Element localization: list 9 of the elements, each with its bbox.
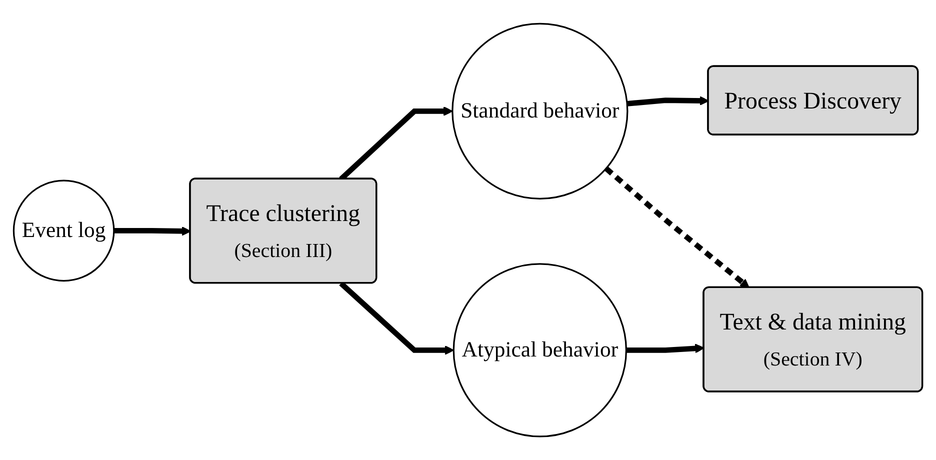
arrow xyxy=(626,344,704,354)
node-circle xyxy=(452,263,628,438)
arrow xyxy=(339,281,454,355)
node-circle xyxy=(12,180,115,282)
node-circle xyxy=(452,22,628,200)
arrow xyxy=(626,96,709,106)
arrow xyxy=(114,226,191,236)
arrow xyxy=(604,166,750,288)
flowchart-drawing: Event log Trace clustering (Section III) Standard behavior Atypical behavior Process Discovery Text & data mining (Section IV) xyxy=(5,14,931,446)
